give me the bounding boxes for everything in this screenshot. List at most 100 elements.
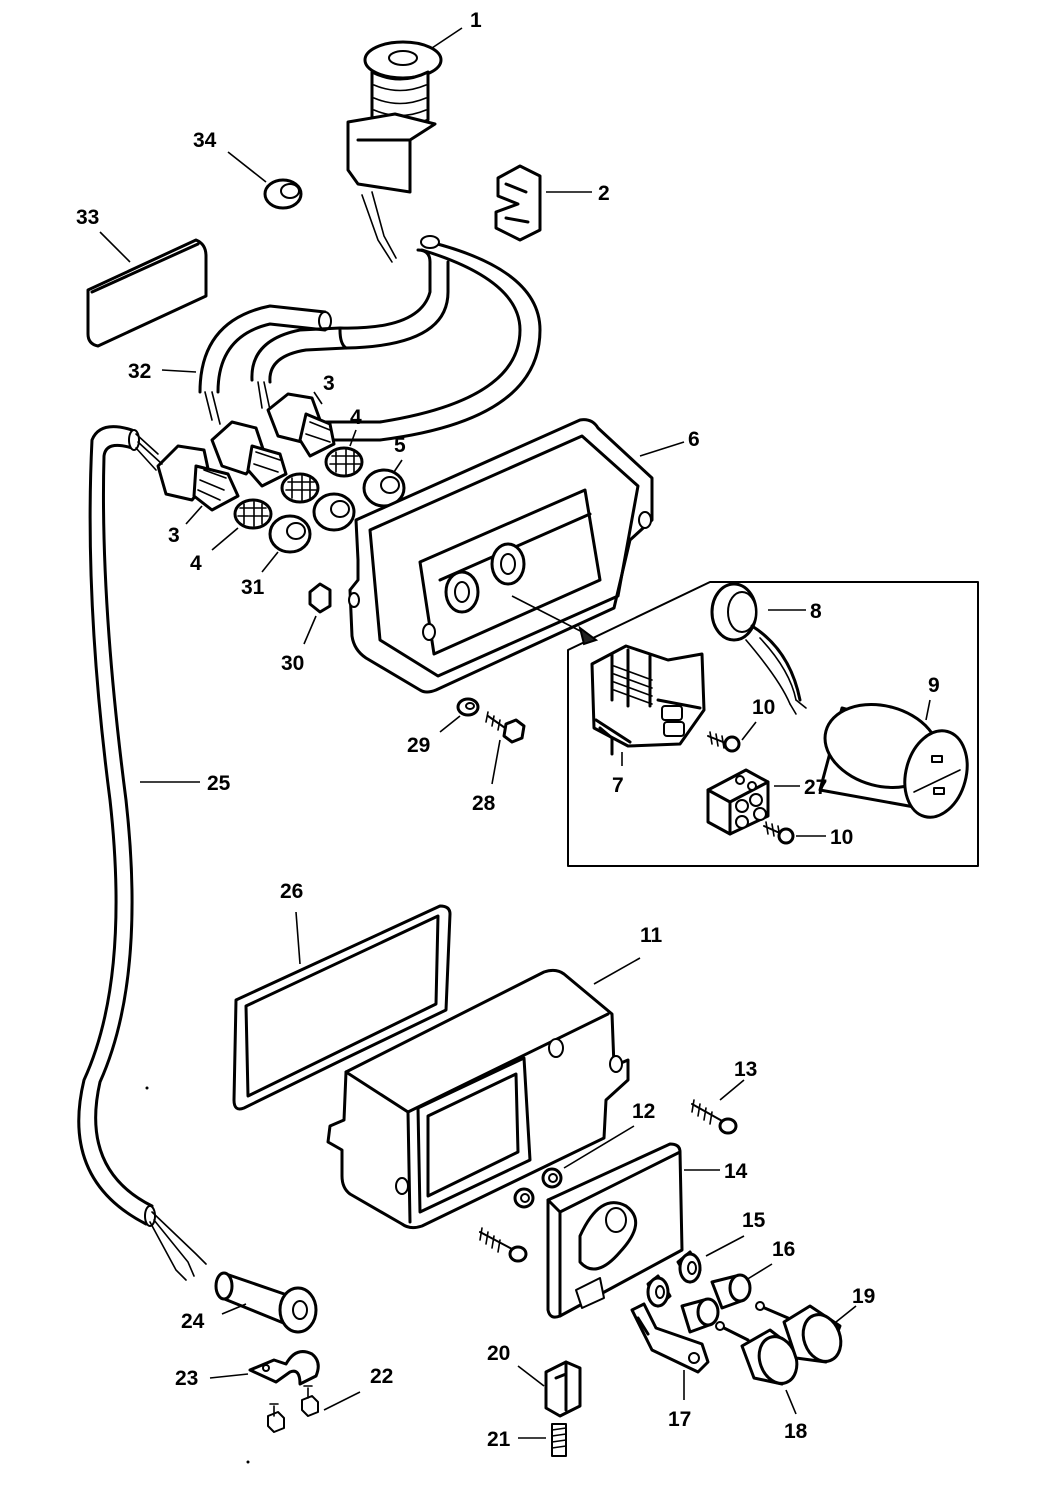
part-10-screw-upper <box>707 731 741 753</box>
callout-18: 18 <box>784 1389 808 1443</box>
svg-text:27: 27 <box>804 776 827 799</box>
part-27-terminal-block <box>706 768 770 836</box>
svg-text:16: 16 <box>772 1238 795 1261</box>
stray-dot <box>246 1460 250 1464</box>
svg-text:3: 3 <box>323 372 335 395</box>
callout-34: 34 <box>193 129 267 183</box>
part-32-cable-tubes <box>198 235 542 442</box>
svg-text:11: 11 <box>640 924 663 947</box>
part-11-cover <box>326 968 630 1230</box>
svg-text:1: 1 <box>470 9 482 32</box>
callout-29: 29 <box>407 715 461 757</box>
svg-text:12: 12 <box>632 1100 655 1123</box>
svg-text:32: 32 <box>128 360 151 383</box>
svg-text:33: 33 <box>76 206 99 229</box>
part-17-contact-lever <box>630 1302 710 1374</box>
svg-text:19: 19 <box>852 1285 875 1308</box>
callout-21: 21 <box>487 1428 546 1451</box>
svg-text:4: 4 <box>350 406 362 429</box>
callout-22: 22 <box>323 1365 393 1411</box>
callout-12: 12 <box>563 1100 655 1169</box>
part-34-washer <box>263 178 303 210</box>
part-18-knob <box>715 1321 799 1386</box>
callout-7: 7 <box>612 752 624 797</box>
callout-31: 31 <box>241 551 279 599</box>
callout-27: 27 <box>774 776 827 799</box>
part-12-washers <box>513 1167 563 1209</box>
part-9-capacitor <box>818 703 969 819</box>
svg-text:17: 17 <box>668 1408 691 1431</box>
callout-11: 11 <box>593 924 663 985</box>
callout-10-upper: 10 <box>741 696 775 741</box>
part-28-bolt <box>485 711 526 744</box>
callout-6: 6 <box>639 428 700 457</box>
callout-9: 9 <box>925 674 940 721</box>
part-13-screw-lower <box>479 1227 528 1263</box>
svg-text:29: 29 <box>407 734 430 757</box>
part-5-grommets <box>312 468 406 532</box>
part-16-sleeves <box>680 1273 752 1334</box>
svg-text:6: 6 <box>688 428 700 451</box>
callout-3-lower: 3 <box>168 505 203 547</box>
svg-text:15: 15 <box>742 1209 766 1232</box>
part-21-grub-screw <box>551 1423 567 1457</box>
part-20-clip <box>544 1360 582 1418</box>
svg-text:25: 25 <box>207 772 231 795</box>
callout-32: 32 <box>128 360 197 383</box>
svg-text:8: 8 <box>810 600 822 623</box>
part-13-screw <box>691 1099 738 1135</box>
callout-14: 14 <box>684 1160 748 1183</box>
part-24-cable-sleeve <box>214 1271 318 1334</box>
callout-15: 15 <box>705 1209 766 1257</box>
svg-text:24: 24 <box>181 1310 205 1333</box>
callout-33: 33 <box>76 206 131 263</box>
callout-8: 8 <box>768 600 822 623</box>
callout-23: 23 <box>175 1367 249 1390</box>
part-8-lamp-holder <box>710 582 807 715</box>
part-25-cable <box>77 425 207 1281</box>
callout-10-lower: 10 <box>796 826 853 849</box>
callout-4-upper: 4 <box>349 406 362 447</box>
callout-24: 24 <box>181 1303 247 1333</box>
callout-17: 17 <box>668 1370 691 1431</box>
callout-13: 13 <box>719 1058 757 1101</box>
part-14-switch-plate <box>546 1142 684 1319</box>
part-10-screw-lower <box>763 821 795 845</box>
svg-text:18: 18 <box>784 1420 808 1443</box>
svg-text:31: 31 <box>241 576 265 599</box>
part-33-label-plate <box>86 238 208 348</box>
part-19-knob <box>755 1301 843 1364</box>
stray-dot <box>145 1086 149 1090</box>
svg-text:5: 5 <box>394 434 406 457</box>
svg-text:26: 26 <box>280 880 303 903</box>
callout-25: 25 <box>140 772 231 795</box>
callout-3-upper: 3 <box>313 372 335 405</box>
part-7-relay <box>590 644 706 756</box>
part-31-grommet <box>268 514 312 554</box>
svg-text:9: 9 <box>928 674 940 697</box>
part-4-seal-inserts <box>233 446 364 530</box>
svg-text:4: 4 <box>190 552 202 575</box>
svg-text:22: 22 <box>370 1365 393 1388</box>
part-23-cable-clamp <box>248 1350 320 1386</box>
callout-4-lower: 4 <box>190 527 239 575</box>
svg-text:28: 28 <box>472 792 496 815</box>
callout-30: 30 <box>281 615 317 675</box>
callout-1: 1 <box>431 9 482 49</box>
part-3-cable-glands <box>156 392 336 512</box>
callout-20: 20 <box>487 1342 545 1387</box>
callout-28: 28 <box>472 739 501 815</box>
svg-text:34: 34 <box>193 129 217 152</box>
callout-19: 19 <box>835 1285 875 1323</box>
callout-16: 16 <box>745 1238 795 1281</box>
svg-text:23: 23 <box>175 1367 198 1390</box>
svg-text:3: 3 <box>168 524 180 547</box>
callout-26: 26 <box>280 880 303 965</box>
detail-inset-frame <box>511 581 979 867</box>
part-29-washer <box>456 697 480 717</box>
svg-text:10: 10 <box>752 696 775 719</box>
part-1-push-button-switch <box>346 40 443 263</box>
svg-text:14: 14 <box>724 1160 748 1183</box>
callout-5: 5 <box>393 434 406 473</box>
callout-2: 2 <box>546 182 610 205</box>
